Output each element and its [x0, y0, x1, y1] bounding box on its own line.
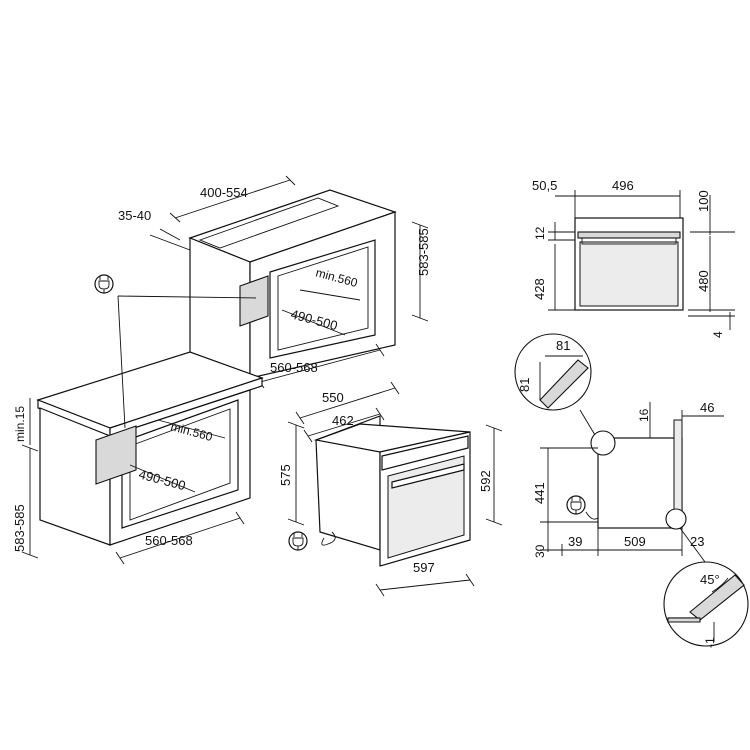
- dim-side-top-right: 46: [700, 400, 714, 415]
- dim-front-top-width: 496: [612, 178, 634, 193]
- dim-front-height: 480: [696, 270, 711, 292]
- dim-oven-front-height: 592: [478, 470, 493, 492]
- dim-front-gap: 12: [533, 226, 547, 240]
- dim-oven-depth-total: 550: [322, 390, 344, 405]
- column-cabinet: [188, 189, 397, 379]
- plug-callout-left: [94, 274, 257, 429]
- dim-side-height: 441: [532, 482, 547, 504]
- dim-detail-a-w: 81: [556, 338, 570, 353]
- dim-oven-depth-body: 462: [332, 413, 354, 428]
- front-view: [574, 217, 684, 311]
- dim-front-bottom: 4: [711, 331, 725, 338]
- detail-a: 81 81: [514, 333, 599, 441]
- detail-b: 45° -1: [663, 527, 749, 648]
- dim-front-inner-height: 428: [532, 278, 547, 300]
- dim-column-height: 583-585: [416, 228, 431, 276]
- dim-column-front-width: 560-568: [270, 360, 318, 375]
- dim-recess-top-width: 400-554: [200, 185, 248, 200]
- oven-perspective: [288, 415, 471, 567]
- dim-detail-b-angle: 45°: [700, 572, 720, 587]
- dim-front-right-top: 100: [696, 190, 711, 212]
- dim-front-left: 50,5: [532, 178, 557, 193]
- base-cabinet: [36, 351, 264, 546]
- dim-counter-height: 583-585: [12, 504, 27, 552]
- dim-side-right: 23: [690, 534, 704, 549]
- dim-side-depth: 509: [624, 534, 646, 549]
- dim-counter-min: min.15: [13, 406, 27, 442]
- dim-recess-top-depth: 35-40: [118, 208, 151, 223]
- dim-side-left: 39: [568, 534, 582, 549]
- front-view-dimensions: 50,5 496 100 12 428 480 4: [532, 178, 735, 338]
- dim-side-bottom: 30: [533, 544, 547, 558]
- dim-counter-front-width: 560-568: [145, 533, 193, 548]
- dim-oven-side-height: 575: [278, 464, 293, 486]
- dim-detail-b-offset: -1: [703, 637, 717, 648]
- oven-dimensions: 550 462 575 592 597: [278, 381, 503, 597]
- side-view: [566, 419, 687, 530]
- dim-side-top-panel: 16: [637, 408, 651, 422]
- dim-detail-a-h: 81: [517, 378, 532, 392]
- dim-oven-front-width: 597: [413, 560, 435, 575]
- side-view-dimensions: 16 46 441 30 39 509 23: [532, 400, 724, 558]
